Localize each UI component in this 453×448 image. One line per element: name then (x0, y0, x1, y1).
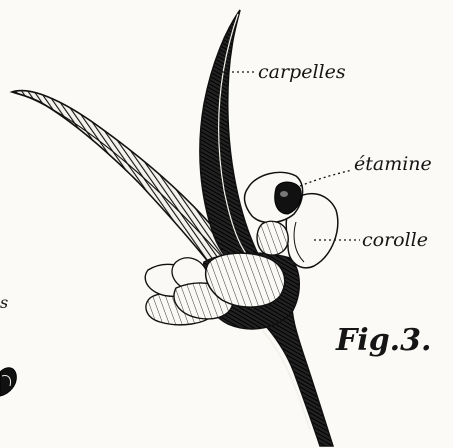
label-partial-left: s (0, 293, 8, 312)
center-bud (257, 221, 288, 255)
leader-etamine (300, 170, 352, 186)
stamen-highlight (280, 191, 288, 197)
figure-caption: Fig.3. (335, 323, 431, 358)
label-carpelles: carpelles (258, 61, 346, 83)
partial-fragment (0, 368, 16, 396)
label-etamine: étamine (354, 153, 432, 175)
label-corolle: corolle (362, 229, 428, 251)
